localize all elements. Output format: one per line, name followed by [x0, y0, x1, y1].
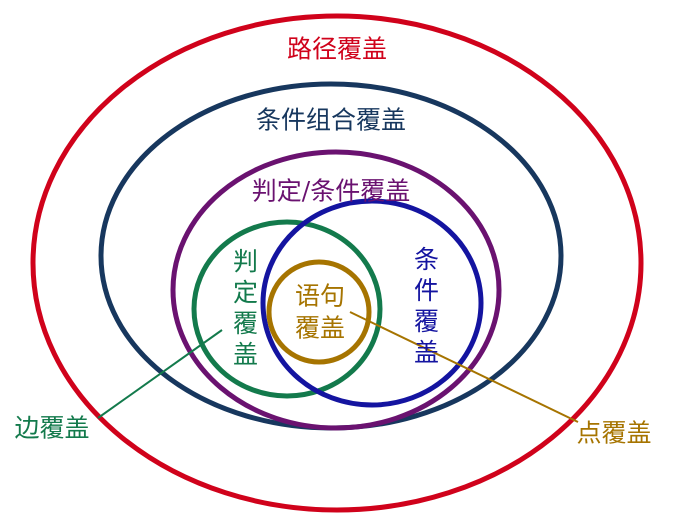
- edge-coverage-label: 边覆盖: [14, 413, 90, 443]
- path-coverage-label: 路径覆盖: [286, 34, 388, 64]
- decision-condition-coverage-ellipse: [170, 149, 502, 431]
- statement-coverage-label-line1: 语句: [294, 281, 346, 311]
- node-coverage-pointer: [349, 311, 579, 423]
- node-coverage-label: 点覆盖: [576, 418, 652, 448]
- multi-condition-coverage-label: 条件组合覆盖: [255, 105, 407, 135]
- decision-coverage-label: 判定覆盖: [229, 248, 259, 372]
- decision-condition-coverage-label: 判定/条件覆盖: [251, 176, 411, 206]
- edge-coverage-pointer: [97, 329, 223, 419]
- decision-coverage-circle: [191, 219, 383, 399]
- statement-coverage-circle: [266, 259, 372, 365]
- path-coverage-ellipse: [30, 13, 644, 513]
- condition-coverage-label: 条件覆盖: [410, 246, 440, 370]
- statement-coverage-label-line2: 覆盖: [294, 313, 346, 343]
- condition-coverage-circle: [260, 198, 484, 408]
